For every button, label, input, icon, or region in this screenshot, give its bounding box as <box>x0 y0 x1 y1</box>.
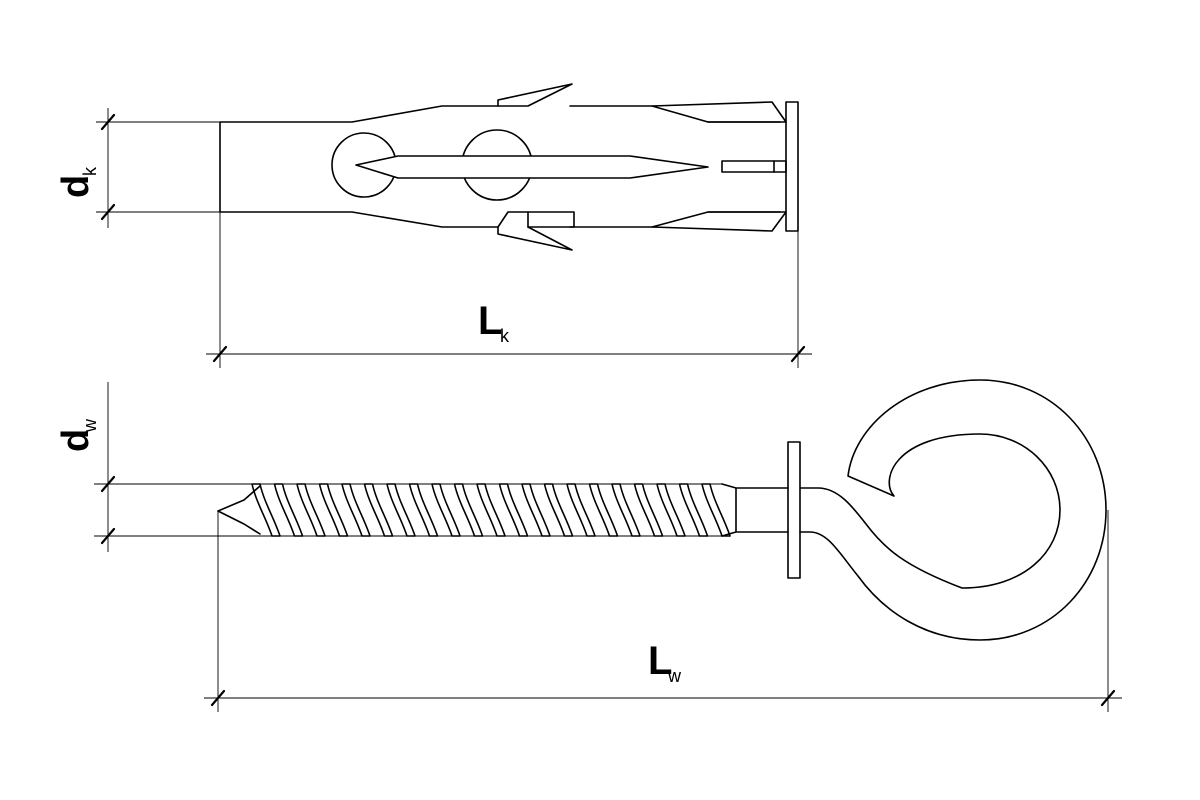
thread-flight <box>701 483 731 537</box>
hook-eye <box>799 379 1107 641</box>
thread-flight <box>678 483 709 537</box>
thread-flight <box>408 483 439 537</box>
label-dw: d w <box>55 418 100 452</box>
thread-flight <box>566 483 596 537</box>
thread-flight <box>611 483 641 537</box>
thread-flight <box>543 483 574 537</box>
label-lk-main: L <box>478 299 502 343</box>
label-lw: L w <box>648 639 682 686</box>
label-dw-main: d <box>55 429 97 452</box>
thread-flight <box>318 483 349 537</box>
thread-flight <box>363 483 394 537</box>
thread-flight <box>431 483 461 537</box>
dowel-lower-slot <box>527 211 575 228</box>
label-lk-sub: k <box>500 326 510 346</box>
label-dw-sub: w <box>80 418 100 433</box>
dowel-outline <box>219 105 781 228</box>
label-lw-main: L <box>648 639 672 683</box>
dowel-spread-slot <box>355 155 709 179</box>
thread-flight <box>341 483 371 537</box>
screw-washer <box>787 441 801 579</box>
dowel-upper-fin <box>651 101 787 123</box>
dowel-lower-fin <box>651 211 787 232</box>
dowel-head-slot <box>721 160 787 173</box>
dowel-drawing <box>219 83 799 251</box>
label-lk: L k <box>478 299 510 346</box>
screw-tip <box>217 485 261 535</box>
thread-flight <box>521 483 551 537</box>
label-lw-sub: w <box>667 666 682 686</box>
screw-thread <box>251 483 731 537</box>
thread-flight <box>498 483 529 537</box>
label-dk: d k <box>55 166 100 198</box>
dowel-dimensions <box>96 102 812 368</box>
screw-dimensions <box>94 382 1122 712</box>
thread-flight <box>273 483 304 537</box>
thread-flight <box>386 483 416 537</box>
thread-flight <box>453 483 484 537</box>
label-dk-sub: k <box>80 166 100 176</box>
hook-screw-drawing <box>217 379 1107 641</box>
dowel-lower-notch <box>497 211 529 228</box>
screw-neck <box>721 483 789 537</box>
thread-flight <box>633 483 664 537</box>
thread-flight <box>476 483 506 537</box>
thread-flight <box>656 483 686 537</box>
dowel-upper-barb <box>497 83 573 107</box>
thread-flight <box>251 483 281 537</box>
thread-flight <box>588 483 619 537</box>
dowel-collar <box>785 101 799 232</box>
dowel-lower-barb <box>497 226 573 251</box>
thread-flight <box>296 483 326 537</box>
label-dk-main: d <box>55 175 97 198</box>
